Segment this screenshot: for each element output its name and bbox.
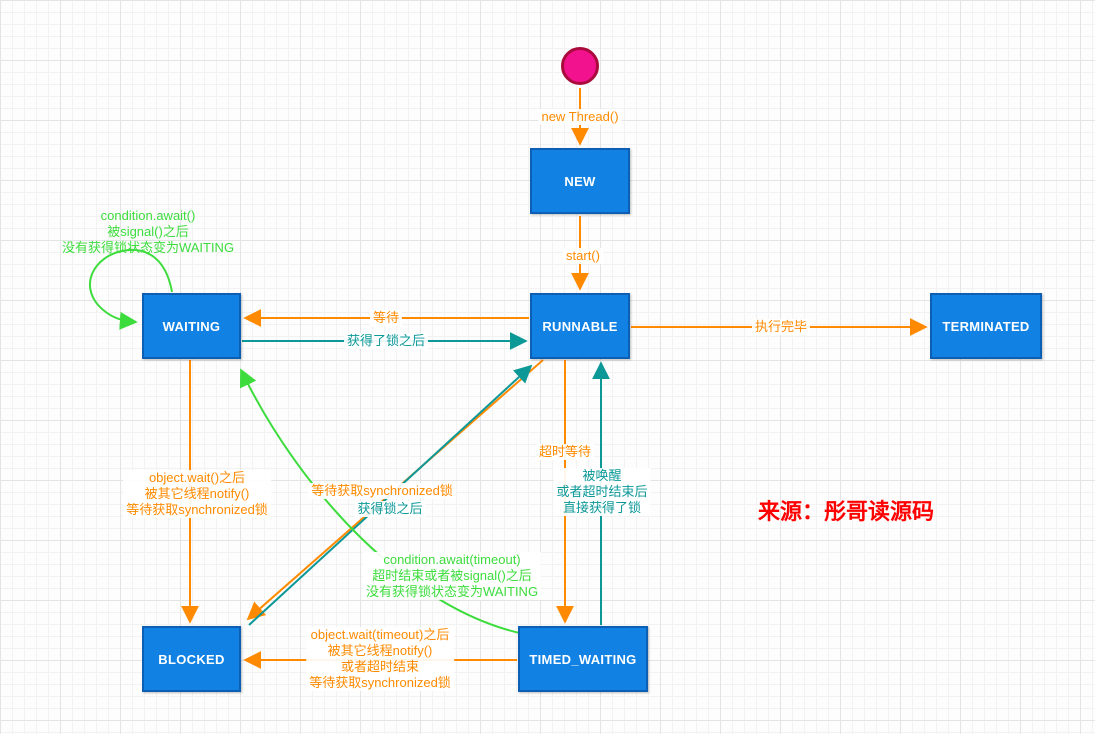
edge-timed-waiting-to-waiting[interactable] bbox=[239, 368, 525, 635]
state-node-blocked[interactable]: BLOCKED bbox=[142, 626, 241, 692]
edge-waiting-self-loop[interactable] bbox=[88, 249, 173, 330]
state-node-terminated[interactable]: TERMINATED bbox=[930, 293, 1042, 359]
state-node-waiting[interactable]: WAITING bbox=[142, 293, 241, 359]
state-node-timed-waiting[interactable]: TIMED_WAITING bbox=[518, 626, 648, 692]
state-label-waiting: WAITING bbox=[162, 318, 221, 334]
state-label-new: NEW bbox=[564, 173, 596, 189]
state-label-runnable: RUNNABLE bbox=[542, 318, 618, 334]
state-node-runnable[interactable]: RUNNABLE bbox=[530, 293, 630, 359]
state-node-new[interactable]: NEW bbox=[530, 148, 630, 214]
state-label-blocked: BLOCKED bbox=[158, 651, 225, 667]
state-label-terminated: TERMINATED bbox=[942, 318, 1030, 334]
start-node[interactable] bbox=[561, 47, 599, 85]
edge-blocked-to-runnable[interactable] bbox=[248, 364, 533, 626]
state-label-timed-waiting: TIMED_WAITING bbox=[529, 651, 637, 667]
source-note: 来源：彤哥读源码 bbox=[757, 499, 935, 524]
